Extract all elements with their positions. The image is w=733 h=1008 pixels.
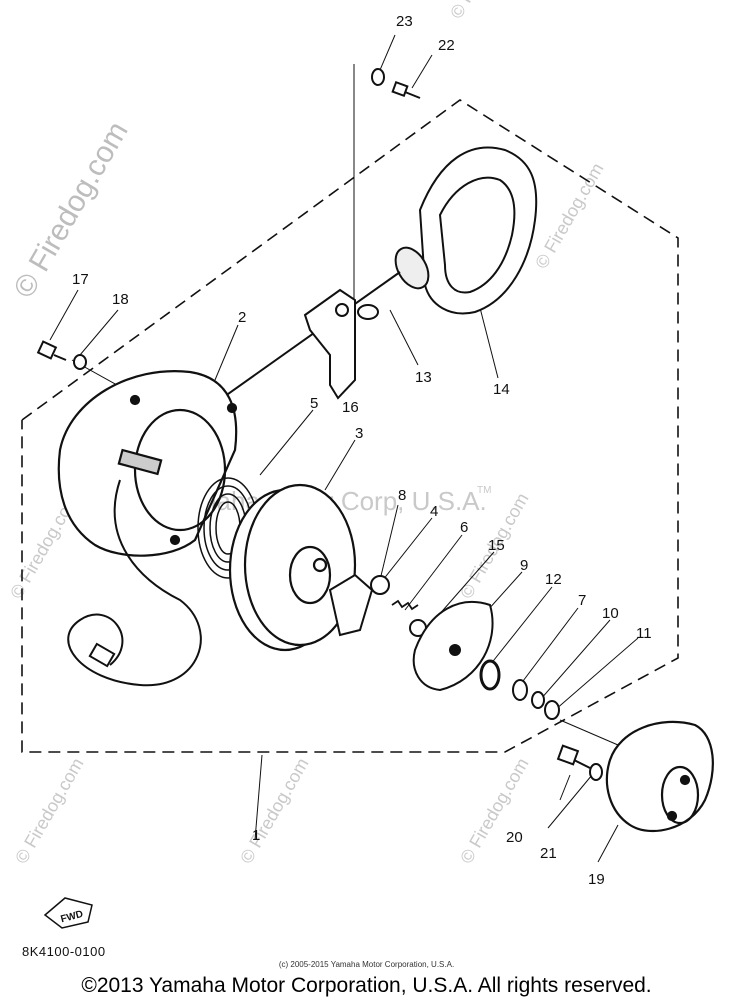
watermark-top-right: © Firedog.com xyxy=(446,0,522,22)
watermark-low-center: © Firedog.com xyxy=(236,755,312,867)
small-copyright: (c) 2005-2015 Yamaha Motor Corporation, … xyxy=(278,960,455,969)
callout-1: 1 xyxy=(252,827,260,844)
callout-10: 10 xyxy=(602,605,619,622)
callout-numbers: 23 22 17 18 2 5 16 13 14 3 8 4 6 15 9 12… xyxy=(72,13,652,888)
callout-21: 21 xyxy=(540,845,557,862)
watermark-low-left: © Firedog.com xyxy=(11,755,87,867)
fwd-arrow-icon: FWD xyxy=(43,897,93,929)
watermark-low-right: © Firedog.com xyxy=(456,755,532,867)
main-copyright: ©2013 Yamaha Motor Corporation, U.S.A. A… xyxy=(81,974,652,997)
stop-switch-cord xyxy=(67,479,202,687)
nut-11 xyxy=(544,700,560,720)
callout-2: 2 xyxy=(238,309,246,326)
callout-5: 5 xyxy=(310,395,318,412)
callout-17: 17 xyxy=(72,271,89,288)
pawl xyxy=(328,573,390,637)
washer-10 xyxy=(531,691,545,709)
callout-9: 9 xyxy=(520,557,528,574)
drive-cup xyxy=(605,720,714,833)
rope-handle xyxy=(394,146,538,315)
callout-13: 13 xyxy=(415,369,432,386)
callout-14: 14 xyxy=(493,381,510,398)
callout-11: 11 xyxy=(636,625,652,642)
callout-7: 7 xyxy=(578,592,586,609)
fasteners xyxy=(36,68,603,781)
plate-hub xyxy=(449,644,461,656)
callout-4: 4 xyxy=(430,503,438,520)
rope-guide-bracket xyxy=(303,288,379,400)
cord-connector xyxy=(88,642,116,668)
callout-12: 12 xyxy=(545,571,562,588)
callout-20: 20 xyxy=(506,829,523,846)
trademark-mark: TM xyxy=(477,485,491,496)
callout-15: 15 xyxy=(488,537,505,554)
assembly-boundary xyxy=(21,99,679,753)
return-spring xyxy=(391,599,419,611)
callout-18: 18 xyxy=(112,291,129,308)
callout-19: 19 xyxy=(588,871,605,888)
starter-housing xyxy=(57,370,238,557)
diagram-part-number: 8K4100-0100 xyxy=(22,944,106,959)
washer-12 xyxy=(479,659,501,691)
callout-8: 8 xyxy=(398,487,406,504)
callout-6: 6 xyxy=(460,519,468,536)
washer-7 xyxy=(512,679,528,701)
watermark-right-top: © Firedog.com xyxy=(531,160,607,272)
callout-22: 22 xyxy=(438,37,455,54)
callout-16: 16 xyxy=(342,399,359,416)
callout-23: 23 xyxy=(396,13,413,30)
starter-reel xyxy=(228,483,357,652)
callout-3: 3 xyxy=(355,425,363,442)
